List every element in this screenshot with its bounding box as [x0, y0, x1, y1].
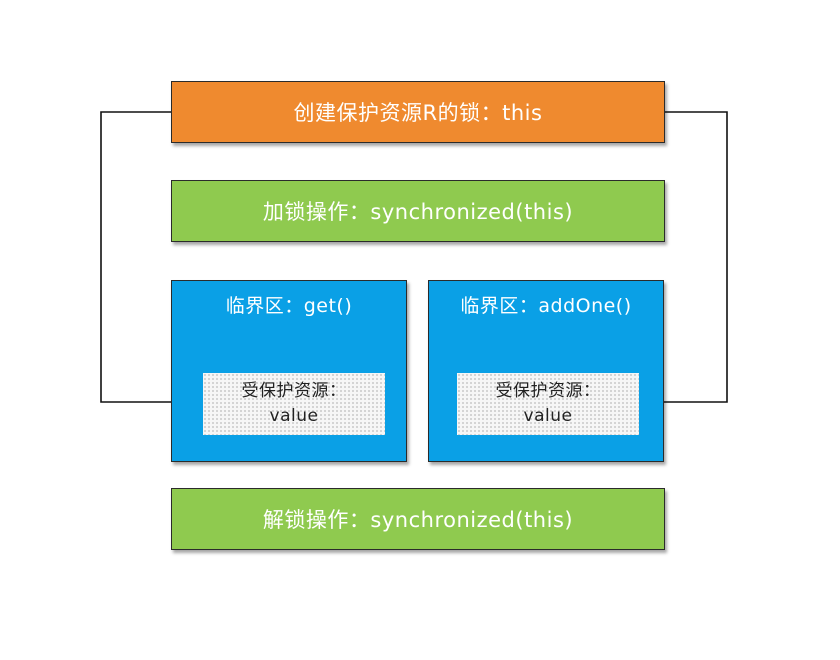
critical-section-title: 临界区：get() — [225, 295, 353, 317]
protected-resource-label: 受保护资源： — [495, 381, 601, 402]
protected-resource-box: 受保护资源： value — [203, 373, 385, 435]
left-connector-arrow — [100, 111, 205, 409]
lock-operation-box: 加锁操作：synchronized(this) — [171, 180, 665, 242]
protected-resource-value: value — [523, 406, 573, 426]
protected-resource-label: 受保护资源： — [241, 381, 347, 402]
lock-creation-label: 创建保护资源R的锁：this — [293, 101, 543, 125]
lock-operation-label: 加锁操作：synchronized(this) — [262, 200, 574, 224]
right-connector-arrow — [638, 111, 728, 409]
protected-resource-box: 受保护资源： value — [457, 373, 639, 435]
critical-section-addone: 临界区：addOne() 受保护资源： value — [428, 280, 664, 462]
unlock-operation-label: 解锁操作：synchronized(this) — [262, 508, 574, 532]
unlock-operation-box: 解锁操作：synchronized(this) — [171, 488, 665, 550]
protected-resource-value: value — [269, 406, 319, 426]
critical-section-get: 临界区：get() 受保护资源： value — [171, 280, 407, 462]
critical-section-title: 临界区：addOne() — [460, 295, 632, 317]
lock-creation-box: 创建保护资源R的锁：this — [171, 81, 665, 143]
